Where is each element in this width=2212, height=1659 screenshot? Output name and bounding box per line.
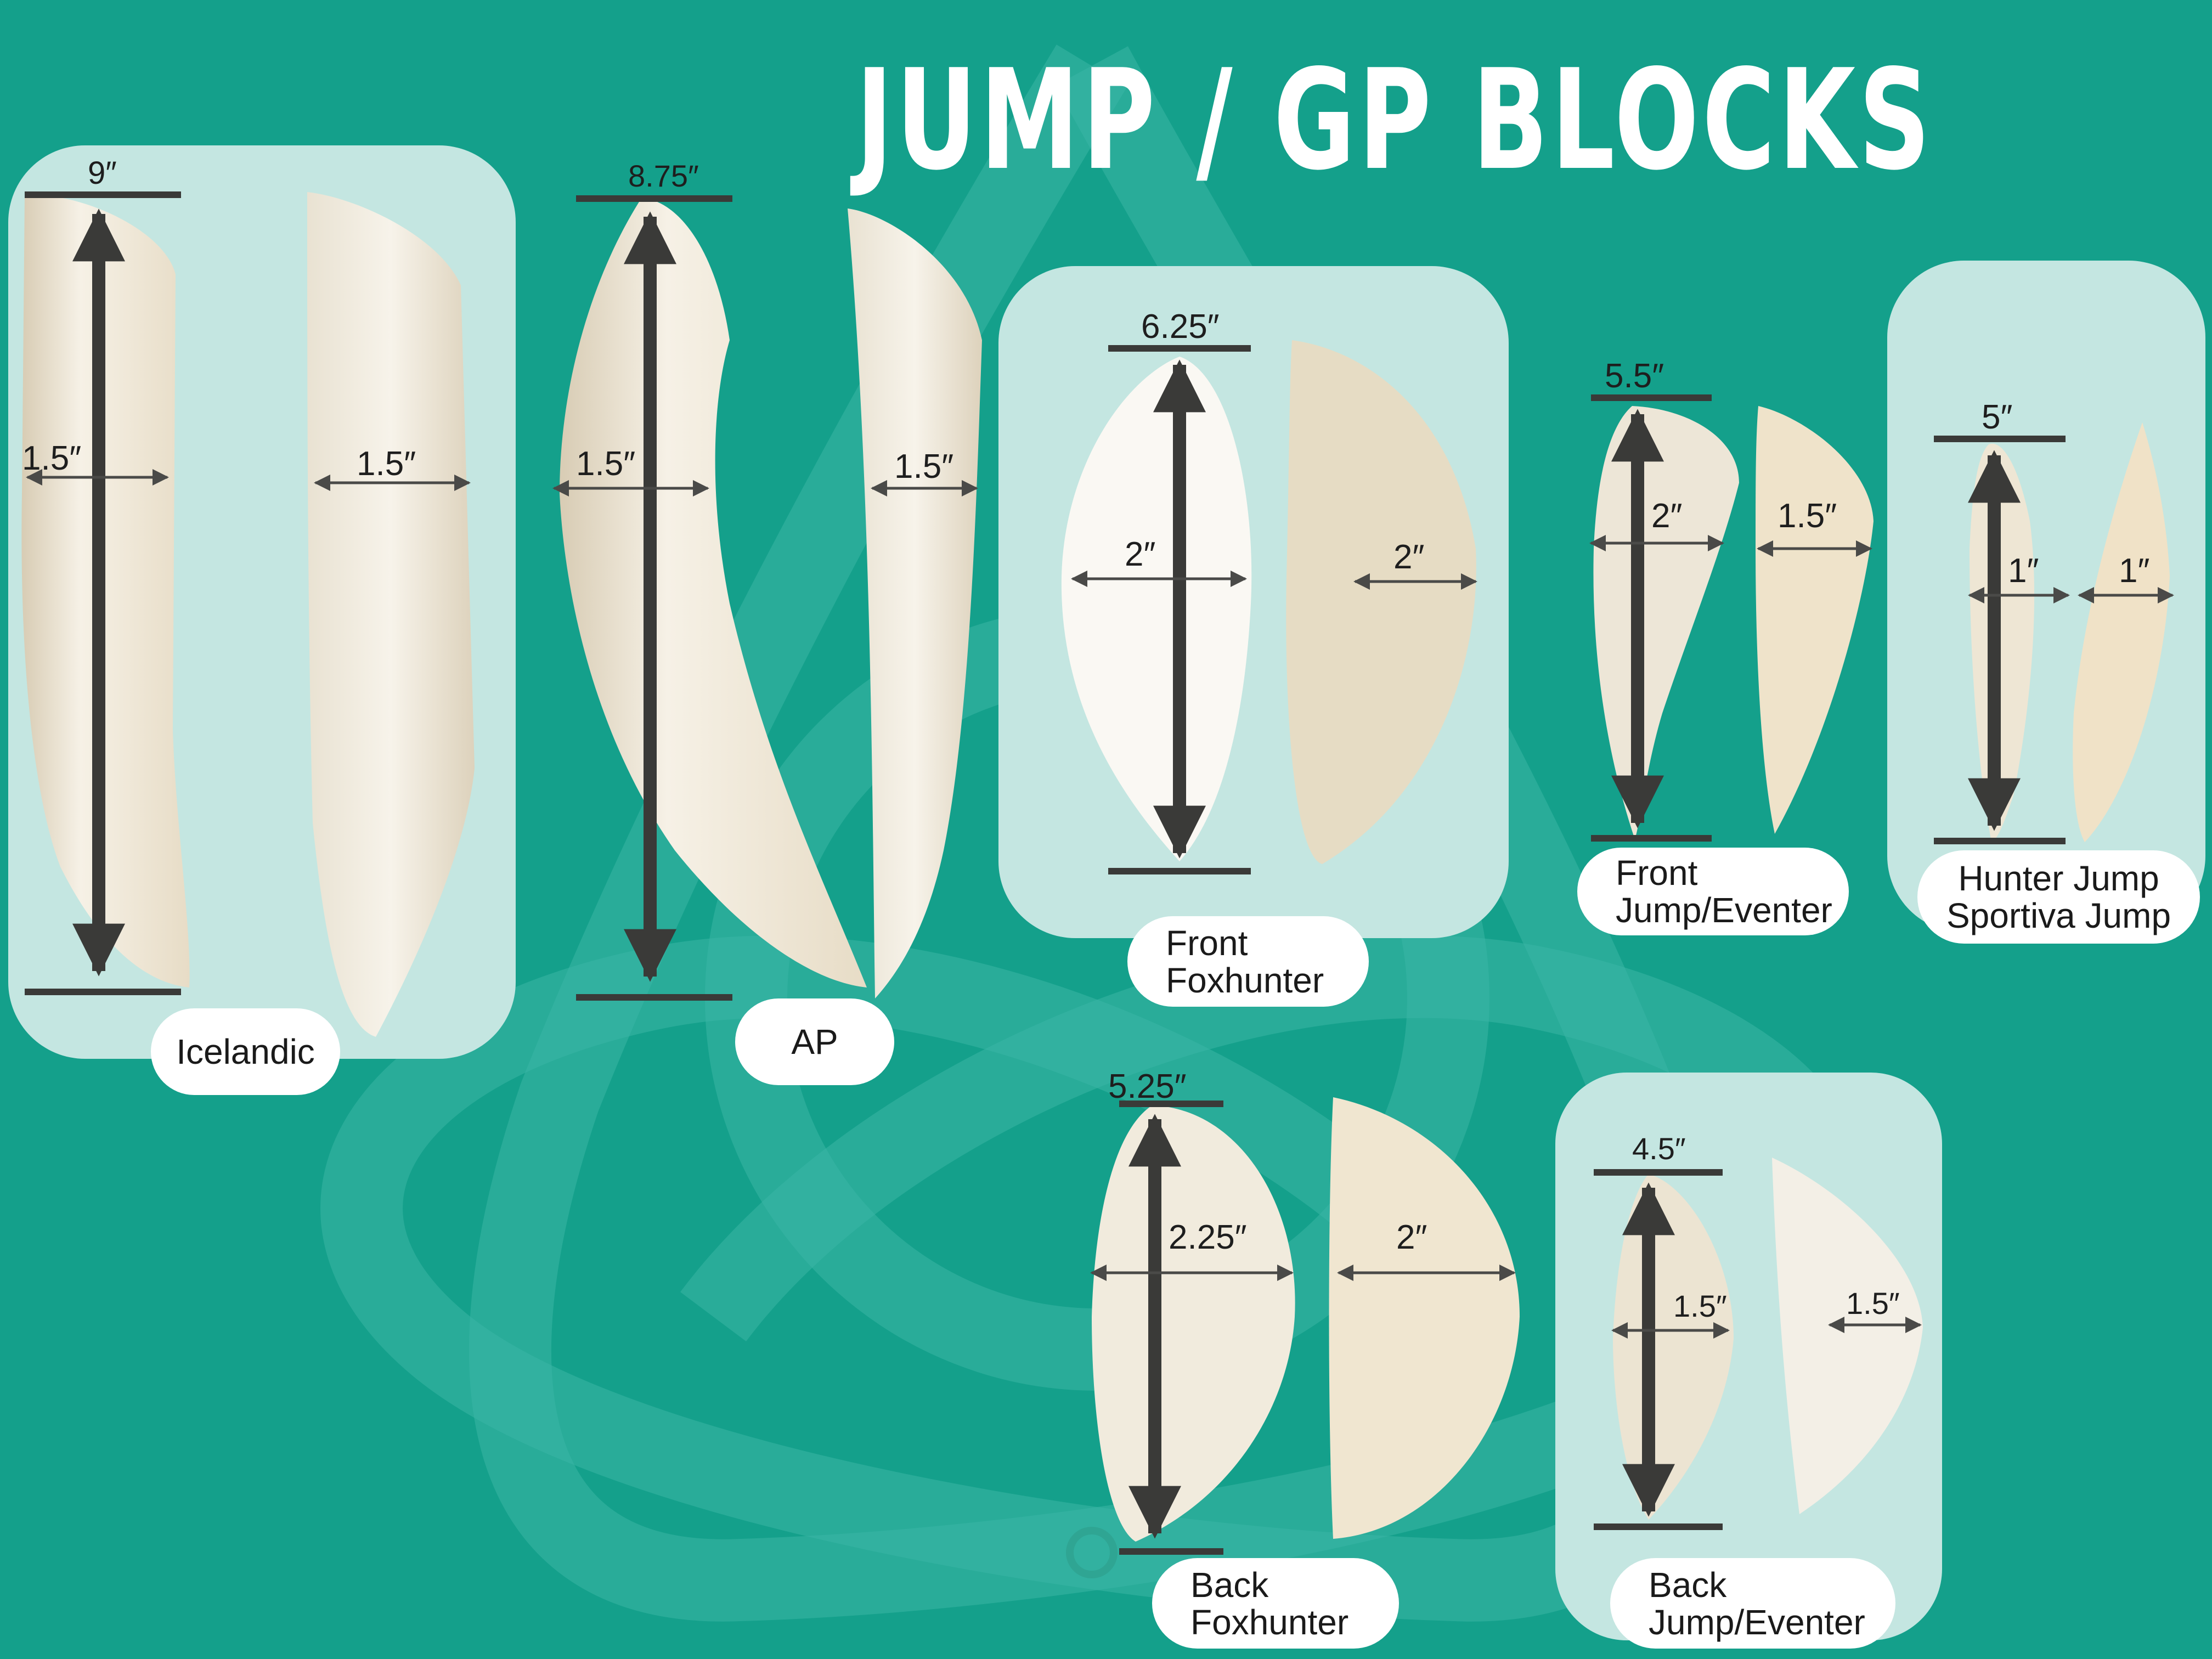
ap-side-view [848, 208, 982, 998]
ap-front-view [560, 198, 867, 988]
icelandic-length-label: 9″ [88, 155, 117, 191]
icelandic-side-width-label: 1.5″ [357, 445, 416, 483]
front-foxhunter-side-view [1286, 340, 1476, 864]
icelandic-front-width-label: 1.5″ [22, 439, 82, 477]
back-jump-eventer-length-label: 4.5″ [1632, 1131, 1686, 1166]
back-foxhunter-side-view [1329, 1097, 1520, 1539]
front-jump-eventer-side-width-label: 1.5″ [1778, 497, 1837, 535]
back-jump-eventer-front-view [1613, 1174, 1734, 1520]
front-jump-eventer-front-view [1593, 406, 1739, 839]
back-foxhunter-block [1090, 1097, 1520, 1555]
front-jump-eventer-side-view [1756, 406, 1874, 834]
ap-front-width-label: 1.5″ [576, 445, 636, 483]
ap-block [552, 195, 982, 1001]
front-foxhunter-block [1061, 340, 1477, 874]
front-jump-eventer-label-line-1: Front [1616, 853, 1698, 893]
front-foxhunter-label-line-1: Front [1166, 923, 1248, 963]
hunter-sportiva-jump-side-view [2073, 422, 2170, 842]
back-foxhunter-label: Back Foxhunter [1152, 1558, 1399, 1649]
hunter-sportiva-jump-length-label: 5″ [1982, 398, 2013, 436]
front-jump-eventer-label-line-2: Jump/Eventer [1616, 890, 1832, 930]
ap-side-width-label: 1.5″ [894, 448, 954, 486]
back-foxhunter-side-width-label: 2″ [1396, 1218, 1427, 1256]
back-jump-eventer-side-view [1772, 1158, 1923, 1514]
hunter-sportiva-jump-front-width-label: 1″ [2008, 552, 2039, 590]
hunter-sportiva-jump-side-width-label: 1″ [2119, 552, 2150, 590]
icelandic-side-view [307, 192, 475, 1037]
back-foxhunter-front-width-label: 2.25″ [1169, 1218, 1247, 1256]
back-jump-eventer-side-width-label: 1.5″ [1846, 1286, 1900, 1321]
front-jump-eventer-front-width-label: 2″ [1651, 497, 1683, 535]
front-foxhunter-side-width-label: 2″ [1393, 538, 1425, 576]
hunter-sportiva-jump-label: Hunter Jump Sportiva Jump [1917, 850, 2200, 944]
ap-label: AP [735, 998, 894, 1085]
back-foxhunter-front-view [1092, 1105, 1295, 1542]
back-foxhunter-length-label: 5.25″ [1108, 1068, 1187, 1105]
back-jump-eventer-block [1594, 1158, 1923, 1530]
hunter-sportiva-jump-label-line-2: Sportiva Jump [1946, 896, 2171, 935]
front-foxhunter-length-label: 6.25″ [1141, 308, 1220, 346]
hunter-sportiva-jump-front-view [1970, 443, 2035, 842]
front-foxhunter-front-view [1061, 357, 1252, 861]
hunter-sportiva-jump-label-line-1: Hunter Jump [1958, 859, 2159, 898]
back-foxhunter-label-line-2: Foxhunter [1190, 1602, 1349, 1642]
icelandic-front-view [21, 194, 190, 988]
front-foxhunter-front-width-label: 2″ [1125, 535, 1156, 573]
page-title: JUMP / GP BLOCKS [856, 40, 1934, 201]
back-jump-eventer-label-line-1: Back [1649, 1565, 1727, 1605]
icelandic-block [21, 191, 475, 1037]
back-jump-eventer-front-width-label: 1.5″ [1673, 1289, 1727, 1323]
icelandic-label: Icelandic [151, 1008, 340, 1095]
back-foxhunter-label-line-1: Back [1190, 1565, 1269, 1605]
front-jump-eventer-length-label: 5.5″ [1605, 357, 1664, 395]
icelandic-label-line-1: Icelandic [176, 1032, 315, 1071]
front-foxhunter-label-line-2: Foxhunter [1166, 960, 1324, 1000]
front-jump-eventer-label: Front Jump/Eventer [1577, 848, 1849, 935]
front-jump-eventer-block [1589, 394, 1874, 842]
ap-label-line-1: AP [791, 1022, 838, 1062]
back-jump-eventer-label: Back Jump/Eventer [1610, 1558, 1895, 1649]
back-jump-eventer-label-line-2: Jump/Eventer [1649, 1602, 1865, 1642]
ap-length-label: 8.75″ [628, 159, 699, 193]
hunter-sportiva-jump-block [1934, 422, 2174, 844]
front-foxhunter-label: Front Foxhunter [1127, 916, 1369, 1007]
